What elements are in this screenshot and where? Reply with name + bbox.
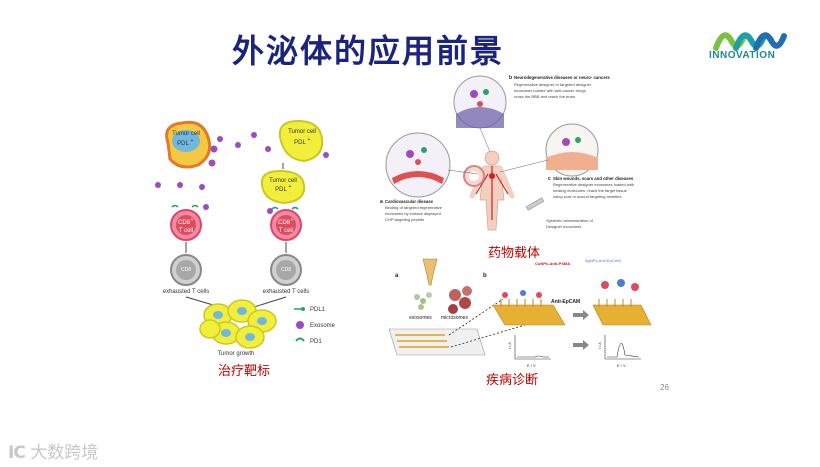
axis-x-label-2: E / V bbox=[617, 363, 626, 368]
section-b-letter: b bbox=[509, 75, 512, 81]
axis-x-label-1: E / V bbox=[527, 363, 536, 368]
systemic-text-1: Systemic administration of bbox=[546, 218, 594, 223]
tumor-cell-label-left: Tumor cell bbox=[172, 131, 200, 137]
exosomes-scatter bbox=[155, 132, 329, 214]
section-b-title: Neurodegenerative diseases or neuro- can… bbox=[514, 75, 610, 80]
cd8-label-left: CD8 bbox=[178, 220, 191, 226]
axis-y-label-1: I / A bbox=[507, 342, 512, 349]
label-b: b bbox=[483, 273, 487, 279]
caption-diagnosis: 疾病诊断 bbox=[486, 373, 539, 388]
section-a-text-3: CHP targeting peptide bbox=[385, 217, 425, 222]
watermark-logo: IC bbox=[8, 443, 26, 463]
tumor-cell-right-2: Tumor cell PDL + bbox=[260, 169, 306, 205]
legend-pd1: PD1 bbox=[310, 339, 322, 345]
pdl-label-left: PDL bbox=[177, 141, 189, 147]
cd8-t-cell-left: CD8 + T cell bbox=[170, 209, 202, 241]
tumor-cell-label-right-2: Tumor cell bbox=[269, 178, 297, 184]
section-b-text-3: cross the BBB and reach the brain bbox=[514, 94, 575, 99]
drug-carrier-diagram: b Neurodegenerative diseases or neuro- c… bbox=[380, 75, 634, 231]
pdl-sup-right-2: + bbox=[289, 184, 292, 190]
tumor-nuclei bbox=[213, 307, 267, 341]
legend-pdl1: PDL1 bbox=[310, 307, 326, 313]
exhausted-label-right: exhausted T cells bbox=[263, 289, 309, 295]
section-b-text-2: exosomes loaded with anti-cancer drugs, bbox=[514, 88, 587, 93]
pdl-sup-right: + bbox=[308, 137, 311, 143]
gold-surface-2 bbox=[592, 279, 652, 326]
connector-lines bbox=[447, 127, 549, 175]
axis-y-label-2: I / A bbox=[597, 342, 602, 349]
slide-title: 外泌体的应用前景 bbox=[232, 32, 505, 70]
systemic-text-2: Designer exosomes bbox=[546, 224, 581, 229]
pdl-label-right: PDL bbox=[294, 140, 306, 146]
brain-circle bbox=[453, 75, 507, 129]
zoom-lines bbox=[448, 298, 526, 348]
legend-exosome: Exosome bbox=[310, 323, 336, 329]
human-body bbox=[469, 150, 515, 231]
diagnosis-diagram: a b exosomes microsomes bbox=[388, 258, 652, 368]
process-arrows bbox=[573, 310, 589, 350]
pipette-icon bbox=[422, 258, 438, 286]
section-a-title: Cardiovascular disease bbox=[385, 199, 434, 204]
section-c-text-2: healing molecules, reach the target tiss… bbox=[553, 188, 628, 193]
anti-epcam-label: Anti-EpCAM bbox=[551, 299, 580, 305]
t-cell-label-left: T cell bbox=[179, 228, 193, 234]
tumor-cell-label-right: Tumor cell bbox=[288, 129, 316, 135]
tumor-cell-left: Tumor cell PDL + bbox=[165, 120, 212, 169]
voltammogram-2 bbox=[604, 335, 641, 360]
section-c-title: Skin wounds, scars and other diseases bbox=[553, 176, 634, 181]
heart-circle bbox=[385, 132, 451, 198]
exhausted-label-left: exhausted T cells bbox=[163, 289, 209, 295]
page-number: 26 bbox=[660, 383, 669, 392]
vesicles bbox=[414, 286, 472, 314]
t-cell-label-right: T cell bbox=[279, 228, 293, 234]
gold-surface-1 bbox=[492, 290, 566, 326]
agnps-label: AgNPs-Anti-EpCAM bbox=[585, 258, 621, 263]
legend: PDL1 Exosome PD1 bbox=[294, 307, 336, 345]
exhausted-t-cell-right: CD8 bbox=[270, 254, 302, 286]
section-a-text-1: Binding of targeted regenerative bbox=[385, 205, 443, 210]
innovation-logo bbox=[713, 32, 787, 51]
electrode-strip bbox=[388, 328, 486, 356]
therapy-target-diagram: Tumor cell PDL + Tumor cell PDL + Tumor … bbox=[155, 119, 336, 357]
section-c-letter: c bbox=[548, 176, 551, 182]
cd8-sup-left: + bbox=[191, 217, 194, 223]
pdl-label-right-2: PDL bbox=[275, 187, 287, 193]
exosomes-label: exosomes bbox=[409, 315, 432, 321]
section-b-text-1: Regenerative designer or targeted design… bbox=[514, 82, 592, 87]
tumor-growth-label: Tumor growth bbox=[218, 351, 255, 357]
watermark-text: 大数跨境 bbox=[30, 443, 99, 463]
cd8-t-cell-right: CD8 + T cell bbox=[270, 209, 302, 241]
cd8-exhausted-right: CD8 bbox=[281, 267, 291, 273]
tumor-cell-right: Tumor cell PDL + bbox=[278, 119, 324, 163]
logo-text: INNOVATION bbox=[709, 50, 776, 61]
syringe-icon bbox=[525, 197, 545, 211]
caption-drug-carrier: 药物载体 bbox=[488, 246, 541, 261]
microsomes-label: microsomes bbox=[441, 315, 468, 321]
section-c-text-3: using scar or wound targeting moieties bbox=[553, 194, 621, 199]
cd8-sup-right: + bbox=[291, 217, 294, 223]
skin-circle bbox=[545, 123, 599, 177]
section-c-text-1: Regenerative designer exosomes loaded wi… bbox=[553, 182, 634, 187]
cd8-label-right: CD8 bbox=[278, 220, 291, 226]
pdl-sup-left: + bbox=[191, 138, 194, 144]
cd8-exhausted-left: CD8 bbox=[181, 267, 191, 273]
exhausted-t-cell-left: CD8 bbox=[170, 254, 202, 286]
exosome-icon bbox=[296, 321, 304, 329]
watermark: IC 大数跨境 bbox=[8, 438, 98, 463]
pd1-icon bbox=[295, 337, 305, 342]
caption-therapy-target: 治疗靶标 bbox=[218, 364, 271, 379]
section-a-letter: a bbox=[380, 199, 383, 205]
label-a: a bbox=[395, 273, 399, 279]
section-a-text-2: exosomes by surface displayed bbox=[385, 211, 441, 216]
voltammogram-1 bbox=[514, 335, 551, 360]
flow-arrows bbox=[185, 163, 287, 253]
cunps-label: CuNPs-Anti-PSMA bbox=[535, 261, 570, 266]
